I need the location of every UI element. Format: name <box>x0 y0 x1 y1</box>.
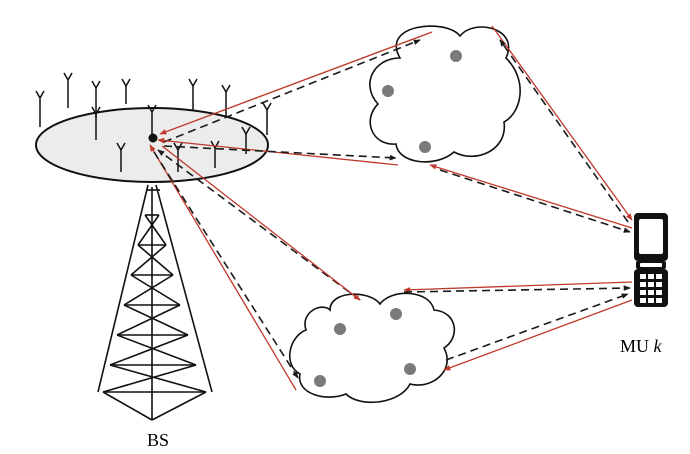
red-solid-path <box>491 25 633 221</box>
red-solid-path <box>429 164 633 229</box>
black-dashed-path <box>153 151 299 379</box>
antenna-element-icon <box>91 106 101 140</box>
scatterer-point <box>390 308 402 320</box>
mobile-phone-icon <box>634 213 668 307</box>
bs-center-dot <box>148 133 158 143</box>
black-dashed-path <box>499 39 629 223</box>
scattering-cluster-lower <box>289 292 456 404</box>
scattering-cluster-upper <box>369 25 521 163</box>
propagation-paths <box>149 25 633 391</box>
mu-label-index: k <box>654 336 663 356</box>
bs-tower <box>97 184 213 421</box>
black-dashed-path <box>439 169 631 233</box>
black-dashed-path <box>445 293 629 361</box>
antenna-element-icon <box>188 78 198 110</box>
antenna-element-icon <box>35 90 45 127</box>
antenna-element-icon <box>116 142 126 172</box>
black-dashed-path <box>163 39 421 143</box>
red-solid-path <box>161 145 361 301</box>
antenna-element-icon <box>173 142 183 172</box>
antenna-element-icon <box>63 72 73 108</box>
red-solid-path <box>443 299 633 371</box>
scatterer-point <box>450 50 462 62</box>
antenna-element-icon <box>262 102 272 135</box>
antenna-element-icon <box>121 78 131 104</box>
bs-label: BS <box>147 430 169 450</box>
scatterer-point <box>404 363 416 375</box>
black-dashed-path <box>403 285 631 293</box>
red-solid-path <box>403 281 633 293</box>
scatterer-point <box>314 375 326 387</box>
black-dashed-path <box>157 149 361 301</box>
red-solid-path <box>149 144 297 391</box>
antenna-element-icon <box>221 84 231 118</box>
mu-label-prefix: MU <box>620 336 654 356</box>
scatterer-point <box>419 141 431 153</box>
red-solid-path <box>159 31 433 135</box>
scatterer-point <box>334 323 346 335</box>
red-solid-path <box>157 137 399 166</box>
antenna-element-icon <box>210 140 220 168</box>
mu-label: MU k <box>620 336 663 356</box>
scatterer-point <box>382 85 394 97</box>
